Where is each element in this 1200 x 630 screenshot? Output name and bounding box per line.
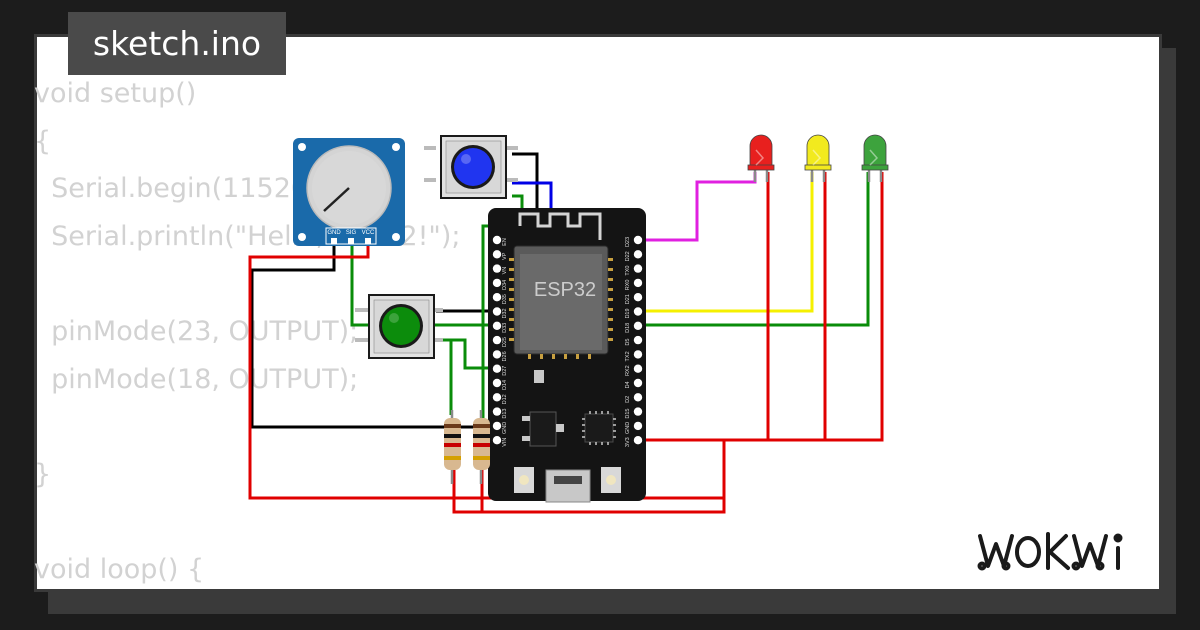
code-line: } — [34, 458, 52, 490]
resistor-1[interactable] — [444, 410, 461, 484]
esp32-pin-left-d14[interactable] — [492, 378, 502, 388]
esp32-en-button[interactable] — [514, 467, 534, 493]
esp32-pin-right-3v3[interactable] — [633, 436, 643, 445]
esp32-pin-label: VP — [502, 252, 508, 260]
esp32-usb-chip — [584, 413, 614, 443]
esp32-module-label: ESP32 — [534, 279, 596, 301]
esp32-pin-right-rx2[interactable] — [633, 364, 643, 373]
led-green[interactable] — [861, 134, 889, 182]
esp32-pin-left-d26[interactable] — [492, 350, 502, 359]
esp32-pin-label: D14 — [502, 380, 508, 390]
blue-pushbutton[interactable] — [424, 135, 518, 199]
esp32-pin-right-rx0[interactable] — [633, 278, 643, 288]
code-line: void setup() — [34, 78, 197, 109]
esp32-pin-left-d33[interactable] — [492, 321, 502, 330]
pot-pin-gnd: GND — [327, 230, 341, 236]
esp32-pin-label: D2 — [625, 396, 631, 403]
esp32-capacitor — [534, 370, 544, 383]
esp32-pin-label: VN — [502, 267, 508, 275]
esp32-pin-label: VIN — [502, 438, 508, 447]
esp32-pin-label: D34 — [502, 280, 508, 290]
esp32-pin-right-d5[interactable] — [633, 335, 643, 345]
esp32-pin-left-d13[interactable] — [492, 407, 502, 416]
code-line: void loop() { — [34, 553, 205, 585]
esp32-pin-label: D13 — [502, 409, 508, 419]
esp32-pin-label: D22 — [625, 251, 631, 261]
wire-green-button-d27 — [436, 338, 497, 370]
esp32-pin-right-d15[interactable] — [633, 407, 643, 416]
esp32-pin-label: TX2 — [625, 351, 631, 361]
led-yellow[interactable] — [804, 134, 832, 182]
esp32-pin-label: D27 — [502, 366, 508, 376]
esp32-pin-label: D32 — [502, 308, 508, 318]
wire-green-pot-sig — [350, 244, 498, 327]
esp32-pin-label: RX2 — [625, 365, 631, 376]
esp32-pin-label: GND — [625, 422, 631, 434]
pot-pin-vcc: VCC — [362, 230, 375, 236]
esp32-pin-label: D15 — [625, 409, 631, 419]
esp32-pin-right-d22[interactable] — [633, 250, 643, 259]
filename-tab: sketch.ino — [68, 12, 286, 75]
esp32-antenna — [518, 212, 602, 240]
esp32-pin-right-tx2[interactable] — [633, 350, 643, 359]
wokwi-logo — [977, 532, 1123, 571]
wire-yellow-led-d19 — [638, 172, 814, 313]
green-pushbutton[interactable] — [355, 294, 443, 359]
esp32-pin-left-d34[interactable] — [492, 278, 502, 288]
esp32-pin-label: 3V3 — [625, 437, 631, 447]
knob-indicator — [323, 187, 350, 212]
potentiometer[interactable]: GND SIG VCC — [293, 138, 405, 246]
wire-resistor-1-power — [452, 440, 726, 514]
esp32-pin-label: GND — [502, 422, 508, 434]
esp32-usb-port — [545, 469, 591, 503]
esp32-pin-label: D5 — [625, 339, 631, 346]
esp32-pin-label: D12 — [502, 394, 508, 404]
esp32-pin-left-vin[interactable] — [492, 436, 502, 445]
wire-green-led-return — [768, 172, 884, 442]
esp32-pin-label: D19 — [625, 308, 631, 318]
esp32-pin-right-tx0[interactable] — [633, 264, 643, 273]
esp32-pin-right-d18[interactable] — [633, 321, 643, 330]
esp32-pin-label: D21 — [625, 294, 631, 304]
esp32-pin-left-vn[interactable] — [492, 264, 502, 273]
esp32-pin-label: D33 — [502, 323, 508, 333]
esp32-pin-left-d25[interactable] — [492, 335, 502, 345]
esp32-board[interactable]: ESP32 — [488, 208, 646, 503]
wire-green-button-out — [436, 338, 453, 415]
esp32-pin-right-gnd[interactable] — [633, 421, 643, 431]
esp32-pin-label: D18 — [625, 323, 631, 333]
esp32-pin-right-d23[interactable] — [633, 235, 643, 245]
esp32-pin-left-en[interactable] — [492, 235, 502, 245]
esp32-pin-label: D23 — [625, 237, 631, 247]
esp32-boot-button[interactable] — [601, 467, 621, 493]
esp32-pin-label: D25 — [502, 337, 508, 347]
code-line: { — [34, 125, 52, 157]
esp32-regulator — [529, 411, 557, 447]
resistor-2[interactable] — [473, 410, 490, 484]
pot-pin-sig: SIG — [346, 230, 357, 236]
esp32-pin-label: RX0 — [625, 280, 631, 291]
esp32-pin-left-d27[interactable] — [492, 364, 502, 373]
esp32-pin-right-d4[interactable] — [633, 378, 643, 388]
esp32-pin-left-d12[interactable] — [492, 393, 502, 402]
esp32-pin-label: EN — [502, 238, 508, 246]
esp32-pin-right-d2[interactable] — [633, 393, 643, 402]
esp32-pin-right-d19[interactable] — [633, 307, 643, 316]
esp32-pin-left-d32[interactable] — [492, 307, 502, 316]
esp32-pin-label: D26 — [502, 351, 508, 361]
esp32-pin-left-d35[interactable] — [492, 293, 502, 302]
wire-green-led-d18 — [638, 172, 870, 327]
wire-red-led-return — [638, 172, 770, 442]
led-red[interactable] — [747, 134, 775, 182]
esp32-pin-right-d21[interactable] — [633, 293, 643, 302]
esp32-pin-left-gnd[interactable] — [492, 421, 502, 431]
esp32-pin-label: TX0 — [625, 266, 631, 276]
esp32-pin-label: D4 — [625, 381, 631, 388]
esp32-pin-left-vp[interactable] — [492, 250, 502, 259]
wire-red-led-d23 — [638, 172, 757, 242]
esp32-pin-label: D35 — [502, 294, 508, 304]
